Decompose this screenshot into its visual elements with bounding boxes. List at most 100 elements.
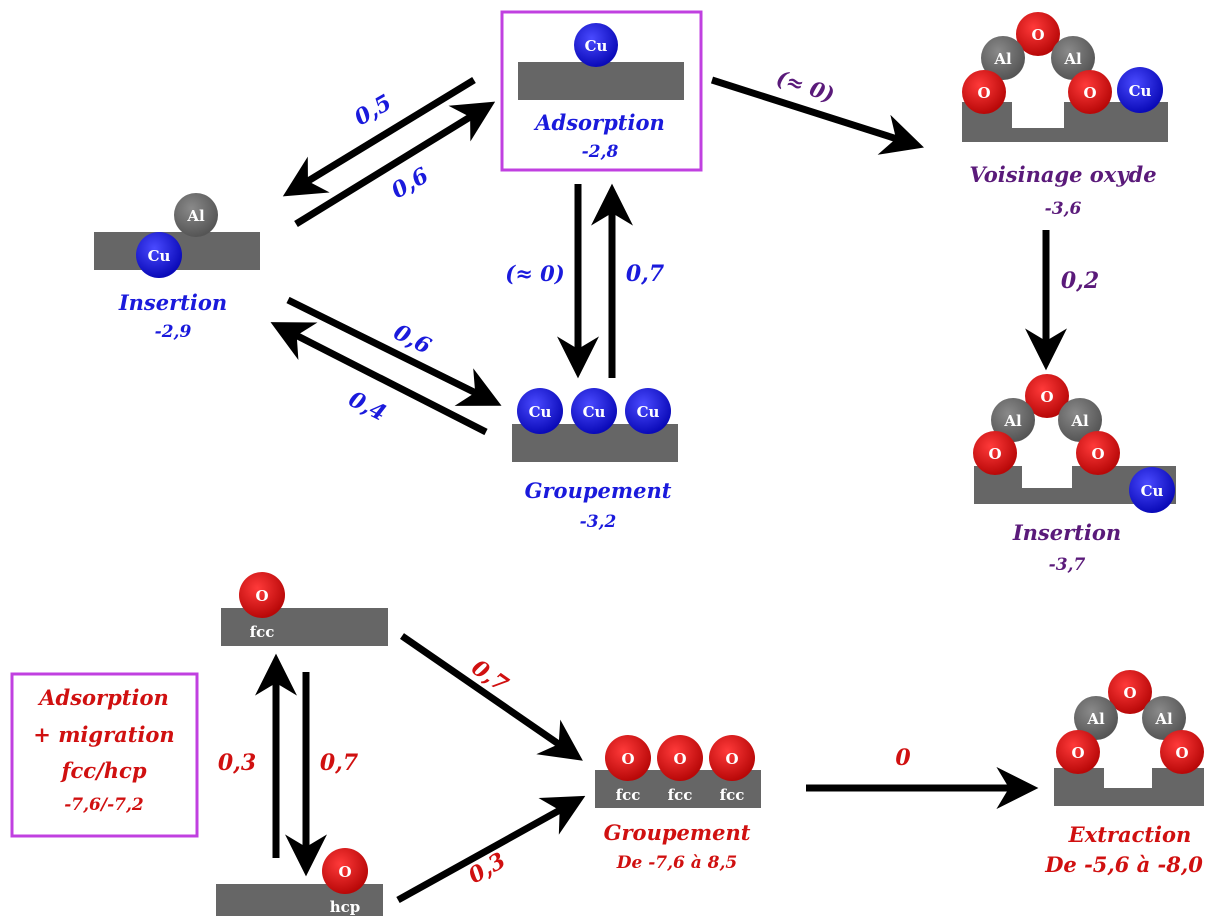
al-atom-label: Al xyxy=(1154,710,1173,728)
arrow-grp-to-ins xyxy=(270,322,488,436)
al-atom-label: Al xyxy=(1086,710,1105,728)
cu-atom xyxy=(517,388,563,434)
o-atom-label: O xyxy=(338,863,351,881)
o-atom xyxy=(1108,670,1152,714)
arrow-hcp-to-grp xyxy=(396,795,586,904)
al-atom xyxy=(1058,398,1102,442)
o-atom xyxy=(1056,730,1100,774)
o-adsorption-highlight-box xyxy=(10,672,199,838)
o-atom-label: O xyxy=(1083,84,1096,102)
surface-slab xyxy=(974,466,1176,504)
cu-groupement-structure: Cu Cu Cu xyxy=(512,388,678,462)
insertion-name: Insertion xyxy=(118,290,227,315)
rate-grp-to-ext: 0 xyxy=(895,745,911,771)
o-atom-label: O xyxy=(1091,445,1104,463)
fcc-site-label: fcc xyxy=(616,786,641,804)
o-box-line1: Adsorption xyxy=(37,685,169,710)
al-atom xyxy=(981,36,1025,80)
o-box-energy: -7,6/-7,2 xyxy=(64,795,144,815)
o-atom xyxy=(239,572,285,618)
cu-atom xyxy=(136,232,182,278)
extraction-structure: O Al Al O O xyxy=(1054,670,1204,806)
hcp-site-label: hcp xyxy=(330,898,361,916)
cu-atom-label: Cu xyxy=(1141,482,1164,500)
al-atom-label: Al xyxy=(1003,412,1022,430)
adsorption-name: Adsorption xyxy=(533,110,665,135)
surface-slab xyxy=(1054,768,1204,806)
o-atom xyxy=(605,735,651,781)
o-box-line3: fcc/hcp xyxy=(59,758,146,783)
o-groupement-name: Groupement xyxy=(604,820,751,845)
rate-fcc-to-grp: 0,7 xyxy=(467,655,514,699)
cu-atom-label: Cu xyxy=(637,403,660,421)
rate-hcp-to-fcc: 0,3 xyxy=(218,750,256,776)
o-atom xyxy=(1016,12,1060,56)
rate-hcp-to-grp: 0,3 xyxy=(464,848,510,890)
o-atom-label: O xyxy=(725,750,738,768)
insertion-oxide-structure: O Al Al O O Cu xyxy=(973,374,1176,513)
cu-atom xyxy=(1117,67,1163,113)
arrow-ins-to-grp xyxy=(286,296,502,406)
o-atom xyxy=(1076,431,1120,475)
o-atom-label: O xyxy=(673,750,686,768)
rate-ads-to-ins: 0,5 xyxy=(350,90,396,132)
adsorption-structure: Cu xyxy=(518,23,684,100)
extraction-energy: De -5,6 à -8,0 xyxy=(1044,852,1203,877)
arrow-ads-to-vois xyxy=(710,76,925,155)
rate-vois-to-ins: 0,2 xyxy=(1061,268,1099,294)
o-atom xyxy=(973,431,1017,475)
o-hcp-structure: O hcp xyxy=(216,848,383,916)
o-atom-label: O xyxy=(1071,744,1084,762)
cu-atom xyxy=(574,23,618,67)
o-atom xyxy=(1068,70,1112,114)
fcc-site-label: fcc xyxy=(668,786,693,804)
voisinage-structure: O Al Al O O Cu xyxy=(962,12,1168,142)
surface-slab xyxy=(221,608,388,646)
o-atom-label: O xyxy=(1031,26,1044,44)
arrow-ins-to-ads xyxy=(294,101,496,227)
o-atom xyxy=(657,735,703,781)
cu-atom xyxy=(571,388,617,434)
al-atom xyxy=(174,193,218,237)
o-fcc-structure: O fcc xyxy=(221,572,388,646)
surface-slab xyxy=(962,102,1168,142)
cu-atom-label: Cu xyxy=(583,403,606,421)
cu-atom xyxy=(1129,467,1175,513)
fcc-site-label: fcc xyxy=(720,786,745,804)
rate-ins-to-ads: 0,6 xyxy=(387,163,433,205)
o-atom xyxy=(1160,730,1204,774)
o-atom-label: O xyxy=(255,587,268,605)
adsorption-energy: -2,8 xyxy=(582,142,619,162)
insertion-oxide-name: Insertion xyxy=(1012,520,1121,545)
o-atom-label: O xyxy=(1175,744,1188,762)
o-atom xyxy=(962,70,1006,114)
o-atom-label: O xyxy=(621,750,634,768)
voisinage-name: Voisinage oxyde xyxy=(969,162,1156,187)
al-atom-label: Al xyxy=(186,207,205,225)
rate-fcc-to-hcp: 0,7 xyxy=(320,750,359,776)
al-atom xyxy=(991,398,1035,442)
arrow-fcc-to-grp xyxy=(400,633,583,761)
cu-atom-label: Cu xyxy=(585,37,608,55)
cu-groupement-name: Groupement xyxy=(525,478,672,503)
o-atom-label: O xyxy=(1123,684,1136,702)
arrow-ads-to-ins xyxy=(282,77,476,197)
insertion-structure: Al Cu xyxy=(94,193,260,278)
o-groupement-structure: O O O fcc fcc fcc xyxy=(595,735,761,808)
o-atom xyxy=(709,735,755,781)
o-atom-label: O xyxy=(977,84,990,102)
o-atom xyxy=(1025,374,1069,418)
fcc-site-label: fcc xyxy=(250,623,275,641)
o-box-line2: + migration xyxy=(33,722,174,747)
extraction-name: Extraction xyxy=(1068,822,1192,847)
insertion-energy: -2,9 xyxy=(155,322,192,342)
al-atom-label: Al xyxy=(1063,50,1082,68)
cu-atom-label: Cu xyxy=(1129,82,1152,100)
al-atom xyxy=(1051,36,1095,80)
adsorption-highlight-box xyxy=(500,10,703,172)
cu-atom-label: Cu xyxy=(148,247,171,265)
o-atom-label: O xyxy=(988,445,1001,463)
insertion-oxide-energy: -3,7 xyxy=(1049,555,1086,575)
cu-groupement-energy: -3,2 xyxy=(580,512,617,532)
